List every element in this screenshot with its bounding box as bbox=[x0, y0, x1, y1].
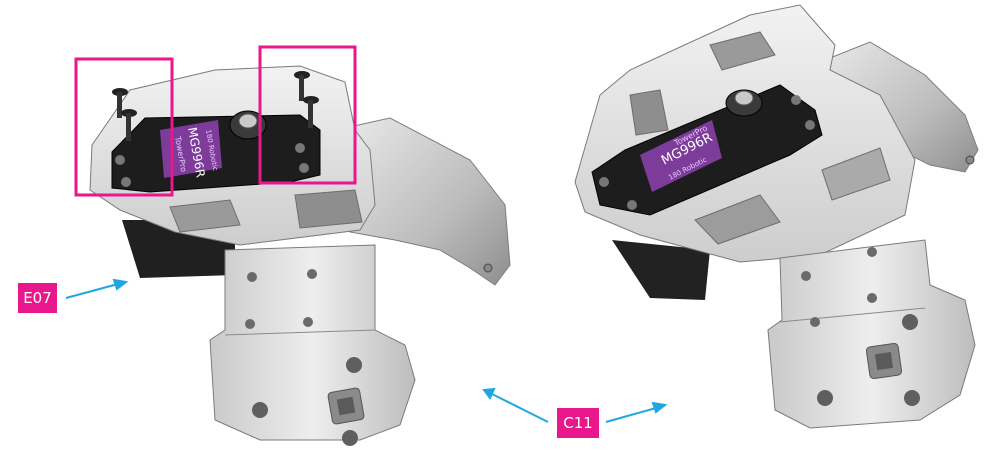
right-hole bbox=[902, 314, 918, 330]
left-screw-group-a bbox=[112, 88, 137, 141]
left-servo-label-plate bbox=[160, 120, 222, 178]
right-plate-slot-1 bbox=[709, 31, 776, 71]
highlight-box-left bbox=[74, 57, 174, 197]
left-plate-slot-1 bbox=[169, 199, 241, 233]
right-hole bbox=[867, 247, 877, 257]
screw-icon bbox=[299, 75, 304, 101]
arrow-icon bbox=[65, 278, 129, 299]
screw-icon bbox=[483, 263, 493, 273]
right-hole bbox=[801, 271, 811, 281]
left-servo-horn bbox=[238, 113, 258, 129]
left-hole bbox=[252, 402, 268, 418]
left-hole bbox=[247, 272, 257, 282]
right-plate-slot-4 bbox=[694, 194, 781, 245]
left-servo-tab-hole bbox=[121, 177, 131, 187]
right-plate-slot-2 bbox=[629, 89, 669, 136]
left-square-hub-inner bbox=[336, 396, 356, 416]
right-servo-tab-hole bbox=[599, 177, 609, 187]
right-hole bbox=[904, 390, 920, 406]
arrow-icon bbox=[482, 387, 549, 423]
left-hole bbox=[342, 430, 358, 446]
screw-icon bbox=[126, 113, 131, 141]
left-hole bbox=[303, 317, 313, 327]
left-servo-tab-hole bbox=[299, 163, 309, 173]
right-servo-horn bbox=[734, 90, 754, 106]
right-servo: TowerPro MG996R 180 Robotic bbox=[591, 84, 823, 216]
left-plate-slot-2 bbox=[294, 189, 363, 229]
left-bracket-crease bbox=[224, 329, 376, 336]
left-servo: TowerPro MG996R 180 Robotic bbox=[111, 110, 321, 193]
left-screw-group-b bbox=[294, 71, 319, 128]
left-servo-tab-hole bbox=[295, 143, 305, 153]
left-hole bbox=[307, 269, 317, 279]
left-wing bbox=[344, 117, 511, 286]
screw-icon bbox=[308, 100, 313, 128]
highlight-box-right bbox=[258, 45, 357, 185]
label-e07: E07 bbox=[18, 283, 57, 313]
label-c11: C11 bbox=[557, 408, 599, 438]
left-assembly: TowerPro MG996R 180 Robotic bbox=[74, 45, 511, 446]
arrow-icon bbox=[605, 401, 668, 423]
right-bracket-crease bbox=[779, 307, 926, 323]
left-lower-bracket bbox=[209, 244, 416, 441]
right-hole bbox=[867, 293, 877, 303]
left-hole bbox=[346, 357, 362, 373]
right-lower-bracket bbox=[767, 239, 976, 429]
right-servo-tab-hole bbox=[791, 95, 801, 105]
right-hole bbox=[810, 317, 820, 327]
right-hole bbox=[817, 390, 833, 406]
right-plate-slot-3 bbox=[821, 147, 891, 201]
right-square-hub-inner bbox=[874, 351, 894, 371]
right-servo-label-plate bbox=[640, 120, 722, 192]
left-servo-tab-hole bbox=[115, 155, 125, 165]
right-assembly: TowerPro MG996R 180 Robotic bbox=[574, 4, 979, 429]
left-hole bbox=[245, 319, 255, 329]
right-servo-underside bbox=[612, 240, 710, 300]
right-servo-tab-hole bbox=[627, 200, 637, 210]
screw-icon bbox=[117, 92, 122, 118]
screw-icon bbox=[965, 155, 975, 165]
right-servo-tab-hole bbox=[805, 120, 815, 130]
